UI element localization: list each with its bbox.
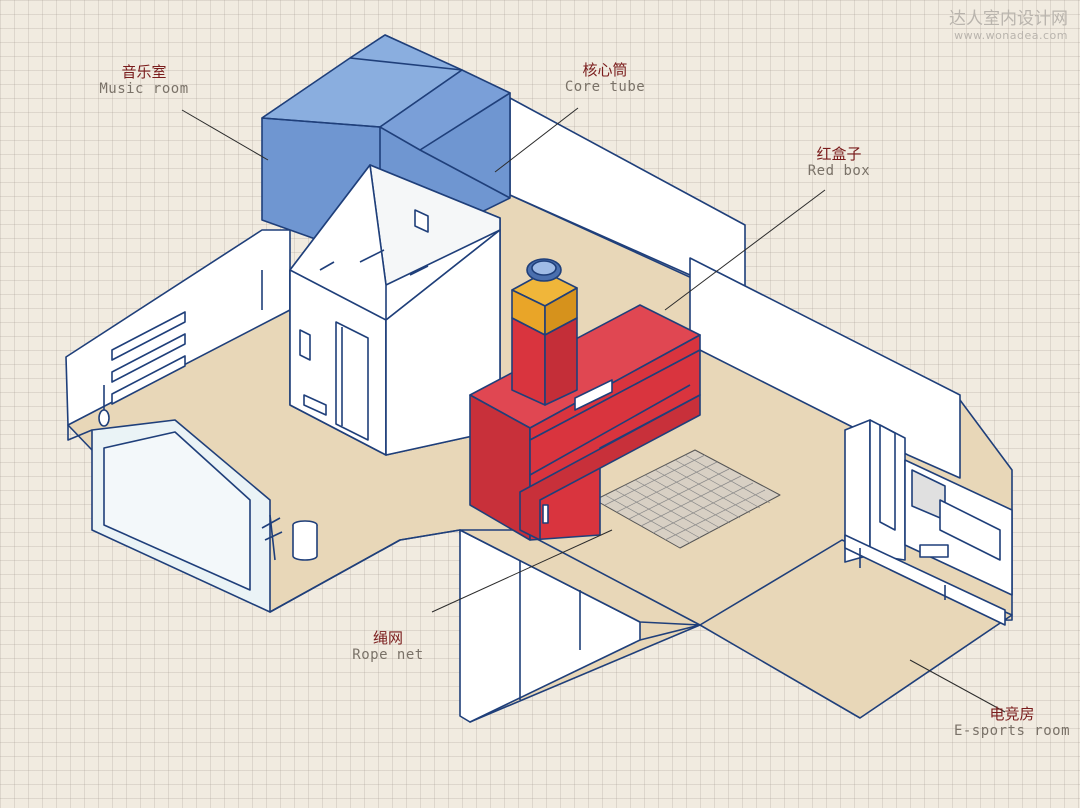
watermark-url: www.wonadea.com (954, 29, 1068, 42)
front-left-room (67, 419, 271, 613)
rope-net (594, 449, 781, 549)
label-core-tube-zh: 核心筒 (582, 61, 628, 79)
label-esports-room-en: E-sports room (953, 723, 1071, 740)
esports-room (699, 419, 1013, 719)
label-music-room-en: Music room (99, 81, 189, 98)
label-red-box-zh: 红盒子 (816, 145, 862, 163)
guitar-icon (98, 385, 110, 427)
core-tube (511, 258, 578, 406)
label-music-room: 音乐室 Music room (96, 63, 192, 98)
watermark-brand: 达人室内设计网 (949, 9, 1068, 29)
floor-front-edge (269, 529, 461, 613)
label-red-box: 红盒子 Red box (800, 145, 878, 180)
label-core-tube: 核心筒 Core tube (556, 61, 654, 96)
leader-red-box (664, 189, 826, 311)
label-rope-net-zh: 绳网 (372, 629, 403, 647)
label-music-room-zh: 音乐室 (121, 63, 167, 81)
leader-music-room (181, 109, 269, 161)
label-core-tube-en: Core tube (564, 79, 646, 96)
label-esports-room-zh: 电竞房 (989, 705, 1035, 723)
wall-shelves (111, 270, 263, 405)
watermark: 达人室内设计网 www.wonadea.com (949, 4, 1068, 42)
label-rope-net-en: Rope net (352, 647, 424, 664)
label-esports-room: 电竞房 E-sports room (948, 705, 1076, 740)
drum-icon (292, 520, 318, 561)
label-rope-net: 绳网 Rope net (346, 629, 430, 664)
label-red-box-en: Red box (807, 163, 871, 180)
leader-core-tube (494, 107, 579, 173)
leader-rope-net (431, 529, 613, 613)
music-stand-icon (261, 514, 283, 561)
floor-right-edge (639, 624, 701, 641)
leader-esports-room (909, 659, 1006, 713)
